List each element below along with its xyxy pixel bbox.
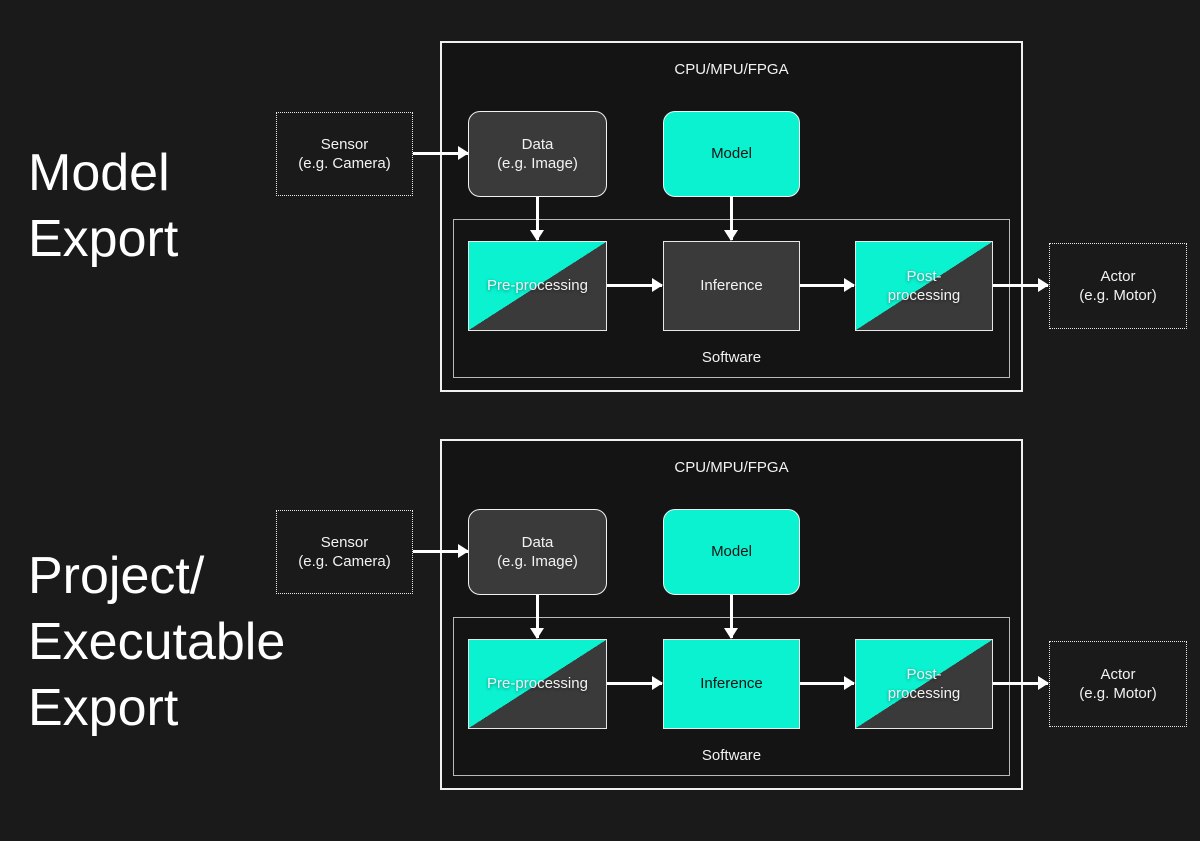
preprocessing-box: Pre-processing <box>468 241 607 331</box>
data-label-line2: (e.g. Image) <box>497 553 578 570</box>
inference-label: Inference <box>700 675 763 693</box>
sensor-label-line1: Sensor <box>320 533 369 551</box>
cpu-label: CPU/MPU/FPGA <box>674 459 789 476</box>
model-label: Model <box>711 543 752 561</box>
sensor-box: Sensor (e.g. Camera) <box>276 112 413 196</box>
sensor-label-line2: (e.g. Camera) <box>298 553 391 570</box>
arrow-sensor-to-data <box>413 146 469 160</box>
arrow-sensor-to-data <box>413 544 469 558</box>
sensor-label-line1: Sensor <box>320 135 369 153</box>
arrow-preprocessing-to-inference <box>607 278 663 292</box>
arrow-postprocessing-to-actor <box>993 278 1049 292</box>
preprocessing-label: Pre-processing <box>487 675 588 693</box>
data-box: Data (e.g. Image) <box>468 111 607 197</box>
sensor-box: Sensor (e.g. Camera) <box>276 510 413 594</box>
arrow-preprocessing-to-inference <box>607 676 663 690</box>
data-label-line1: Data <box>521 533 554 551</box>
actor-label-line2: (e.g. Motor) <box>1079 685 1157 702</box>
sensor-label-line2: (e.g. Camera) <box>298 155 391 172</box>
postprocessing-box: Post- processing <box>855 639 993 729</box>
model-label: Model <box>711 145 752 163</box>
arrow-inference-to-postprocessing <box>800 278 855 292</box>
title-line: Executable <box>28 613 286 671</box>
actor-box: Actor (e.g. Motor) <box>1049 641 1187 727</box>
section-model-export: Model Export CPU/MPU/FPGA Sensor (e.g. C… <box>0 0 1200 420</box>
arrow-inference-to-postprocessing <box>800 676 855 690</box>
title-line: Export <box>28 210 179 268</box>
model-box: Model <box>663 509 800 595</box>
inference-label: Inference <box>700 277 763 295</box>
title-line: Model <box>28 144 170 202</box>
inference-box: Inference <box>663 241 800 331</box>
section-title-model-export: Model Export <box>28 140 178 272</box>
software-label: Software <box>701 349 762 366</box>
postprocessing-label-line2: processing <box>887 287 961 304</box>
postprocessing-label-line2: processing <box>887 685 961 702</box>
model-box: Model <box>663 111 800 197</box>
data-box: Data (e.g. Image) <box>468 509 607 595</box>
postprocessing-label-line1: Post- <box>906 665 942 683</box>
preprocessing-label: Pre-processing <box>487 277 588 295</box>
arrow-postprocessing-to-actor <box>993 676 1049 690</box>
section-project-executable-export: Project/ Executable Export CPU/MPU/FPGA … <box>0 398 1200 841</box>
postprocessing-box: Post- processing <box>855 241 993 331</box>
actor-label-line1: Actor <box>1100 267 1136 285</box>
data-label-line2: (e.g. Image) <box>497 155 578 172</box>
arrow-data-to-preprocessing <box>530 595 544 639</box>
postprocessing-label-line1: Post- <box>906 267 942 285</box>
arrow-model-to-inference <box>724 595 738 639</box>
data-label-line1: Data <box>521 135 554 153</box>
title-line: Project/ <box>28 547 205 605</box>
title-line: Export <box>28 679 179 737</box>
actor-box: Actor (e.g. Motor) <box>1049 243 1187 329</box>
software-label: Software <box>701 747 762 764</box>
actor-label-line1: Actor <box>1100 665 1136 683</box>
arrow-model-to-inference <box>724 197 738 241</box>
inference-box-highlighted: Inference <box>663 639 800 729</box>
cpu-label: CPU/MPU/FPGA <box>674 61 789 78</box>
actor-label-line2: (e.g. Motor) <box>1079 287 1157 304</box>
section-title-project-executable-export: Project/ Executable Export <box>28 543 285 741</box>
arrow-data-to-preprocessing <box>530 197 544 241</box>
preprocessing-box: Pre-processing <box>468 639 607 729</box>
